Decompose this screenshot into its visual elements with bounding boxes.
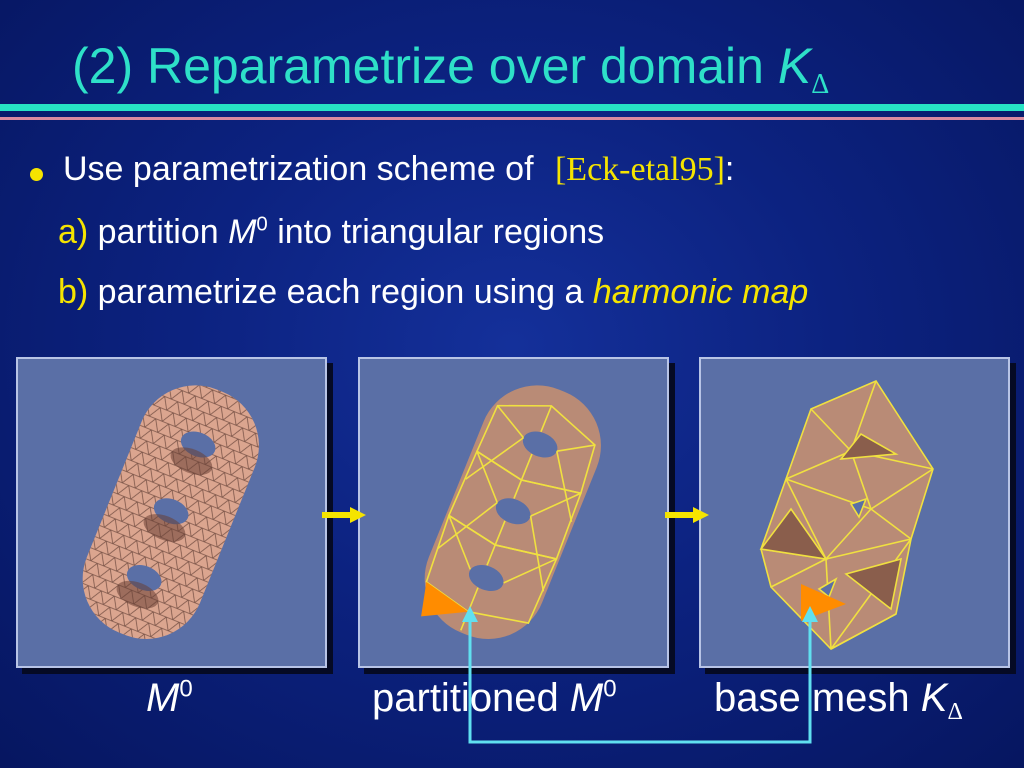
item-b-emph: harmonic map — [592, 273, 809, 311]
bullet-dot — [30, 168, 43, 181]
mesh-image-partitioned — [421, 385, 601, 639]
mesh-image-m0 — [82, 385, 259, 639]
panel-base-mesh — [699, 357, 1010, 668]
bullet-text: Use parametrization scheme of — [63, 150, 543, 188]
item-a-pre: partition — [88, 213, 229, 251]
bullet-suffix: : — [724, 150, 735, 188]
title-rule-thin — [0, 117, 1024, 120]
caption-partitioned-var: M — [569, 676, 604, 720]
bullet-line: Use parametrization scheme of [Eck-etal9… — [63, 150, 734, 189]
title-rule — [0, 104, 1024, 111]
item-a: a) partition M0 into triangular regions — [58, 213, 604, 252]
caption-partitioned-sup: 0 — [603, 675, 617, 703]
title-delta: Δ — [811, 69, 830, 100]
item-a-var: M — [228, 213, 257, 251]
caption-base-mesh: base mesh KΔ — [714, 676, 963, 726]
item-b-pre: parametrize each region using a — [88, 273, 593, 311]
mesh-image-base — [759, 379, 934, 650]
item-a-sup: 0 — [256, 213, 268, 236]
caption-m0-sup: 0 — [179, 675, 193, 703]
panel-original-mesh — [16, 357, 327, 668]
caption-m0: M0 — [146, 676, 193, 721]
slide-title: (2) Reparametrize over domain KΔ — [72, 36, 829, 115]
caption-m0-var: M — [146, 676, 180, 720]
citation: [Eck-etal95] — [554, 151, 725, 188]
arrow-right-icon — [322, 507, 366, 523]
caption-partitioned: partitioned M0 — [372, 676, 617, 721]
title-text: (2) Reparametrize over domain — [72, 38, 778, 94]
item-a-label: a) — [58, 213, 89, 251]
panel-partitioned-mesh — [358, 357, 669, 668]
caption-base-sub: Δ — [947, 699, 963, 725]
item-b-label: b) — [58, 273, 89, 311]
caption-base-pre: base mesh — [714, 676, 921, 720]
item-a-post: into triangular regions — [267, 213, 605, 251]
title-k: K — [777, 38, 812, 94]
caption-base-var: K — [920, 676, 948, 720]
arrow-right-icon — [665, 507, 709, 523]
item-b: b) parametrize each region using a harmo… — [58, 273, 808, 312]
caption-partitioned-pre: partitioned — [372, 676, 570, 720]
